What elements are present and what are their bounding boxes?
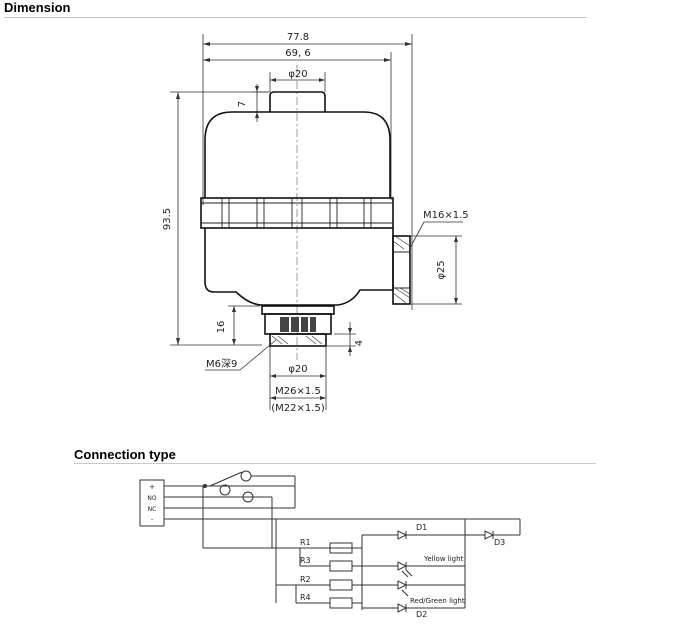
hex-nut-center [280, 317, 316, 332]
resistor-r2 [329, 579, 353, 591]
top-cap [269, 91, 326, 112]
diode-d2 [397, 603, 408, 613]
resistor-r2-label: R2 [300, 575, 311, 584]
total-height-label: 93.5 [162, 208, 173, 230]
base-thread-label: M26×1.5 [275, 386, 321, 397]
connection-diagram: + NO NC - R1 R3 [139, 470, 521, 619]
diode-d3-label: D3 [494, 538, 505, 547]
red-green-light-label: Red/Green light [410, 597, 465, 605]
terminal-minus: - [151, 516, 154, 524]
cap-height-label: 7 [237, 101, 248, 107]
side-thread-label: M16×1.5 [423, 210, 469, 221]
side-diameter-label: φ25 [436, 260, 447, 279]
diode-d1-label: D1 [416, 523, 427, 532]
collar-ring [200, 197, 394, 229]
dimension-heading: Dimension [4, 0, 71, 15]
resistor-r4-label: R4 [300, 593, 311, 602]
diode-d1 [397, 530, 408, 540]
switch-contact-top [240, 470, 252, 482]
resistor-r1-label: R1 [300, 538, 311, 547]
diode-d3 [484, 530, 495, 540]
bottom-flange [261, 305, 335, 315]
terminal-no: NO [147, 495, 156, 502]
led-yellow [397, 561, 408, 571]
lower-housing [204, 228, 394, 306]
terminal-plus: + [149, 483, 155, 491]
overall-width-label: 77.8 [287, 32, 309, 43]
diode-d2-label: D2 [416, 610, 427, 619]
resistor-r4 [329, 597, 353, 609]
terminal-nc: NC [148, 506, 157, 513]
dimension-divider [4, 17, 587, 18]
base-thread-alt-label: (M22×1.5) [271, 403, 325, 414]
threaded-stem [269, 333, 327, 347]
bolt-label: M6深9 [206, 358, 237, 370]
resistor-r3 [329, 560, 353, 572]
cap-diameter-label: φ20 [288, 69, 307, 80]
yellow-light-label: Yellow light [423, 555, 464, 563]
connection-divider [74, 463, 596, 464]
base-diameter-label: φ20 [288, 364, 307, 375]
side-port [392, 235, 411, 305]
body-width-label: 69, 6 [285, 48, 310, 59]
bottom-height-label: 16 [216, 321, 227, 334]
dimension-drawing: 77.8 69, 6 φ20 7 [162, 32, 469, 414]
resistor-r3-label: R3 [300, 556, 311, 565]
led-red-green [397, 580, 408, 590]
terminal-block [139, 479, 165, 527]
upper-housing [204, 111, 391, 198]
connection-heading: Connection type [74, 447, 176, 462]
nut-height-label: 4 [354, 340, 365, 346]
switch-contact-mid [219, 484, 231, 496]
